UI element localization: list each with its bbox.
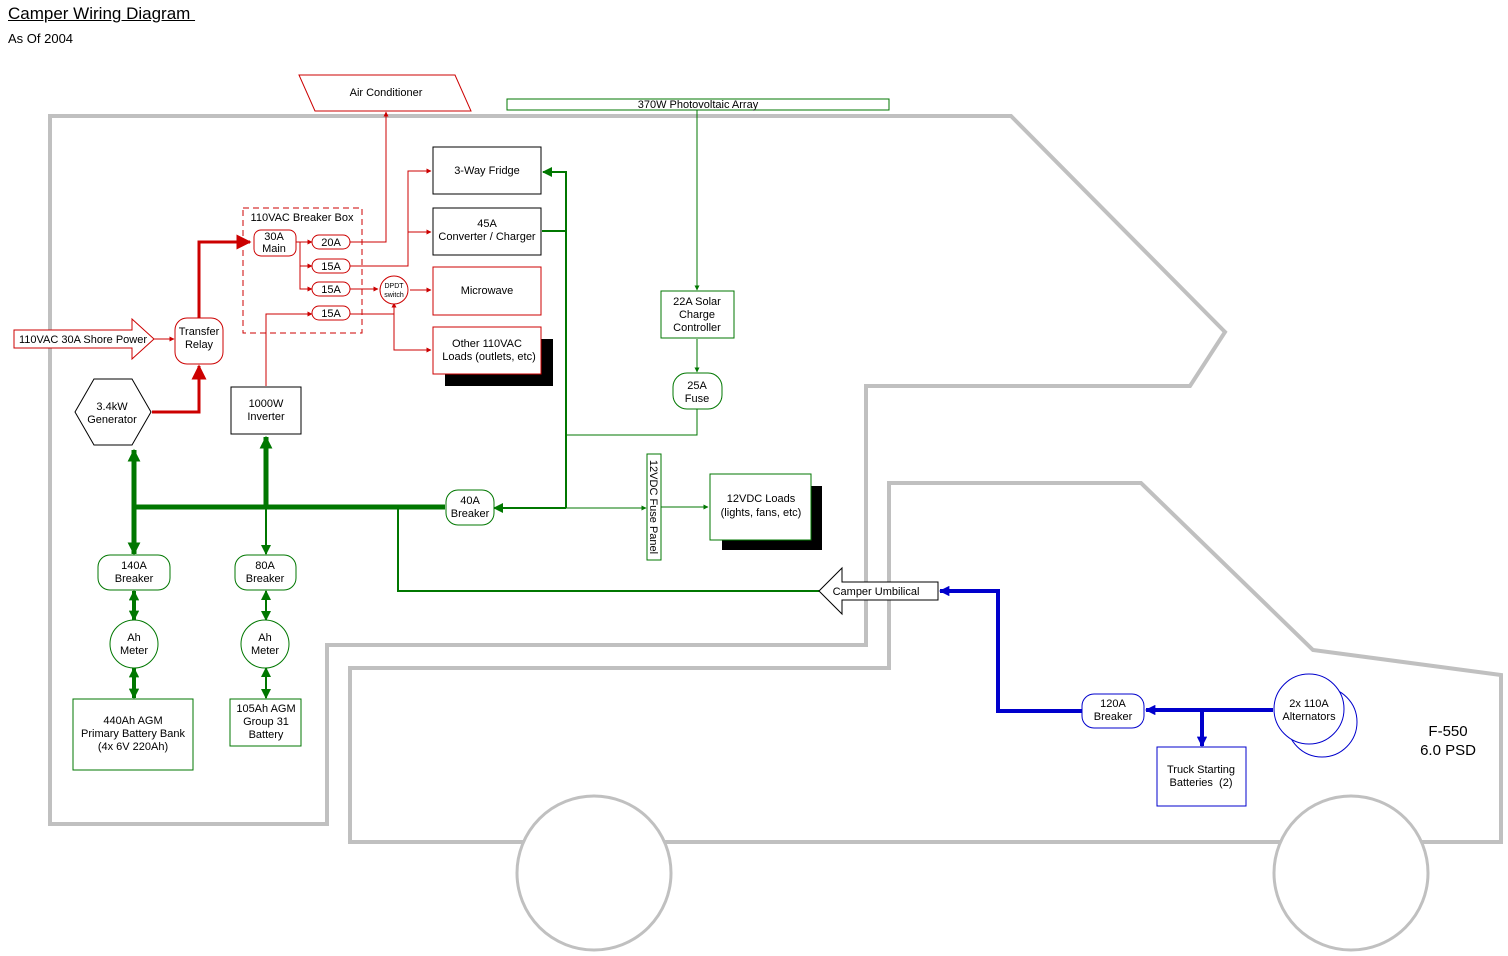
solar-controller-node: 22A Solar Charge Controller [660,290,735,339]
inverter-node: 1000W Inverter [230,386,302,435]
alternators-node: 2x 110A Alternators [1273,673,1358,758]
microwave-node: Microwave [432,266,542,316]
breaker-40a-line2: Breaker [451,508,490,520]
page-title: Camper Wiring Diagram [8,4,196,23]
fuse-panel-label: 12VDC Fuse Panel [647,460,659,554]
agm-battery-line1: 105Ah AGM [236,703,295,715]
breaker-20a-label: 20A [321,237,341,249]
breaker-15a-2-label: 15A [321,284,341,296]
transfer-relay-line2: Relay [185,339,214,351]
truck-model-line2: 6.0 PSD [1420,742,1476,759]
ah-meter-1-node: Ah Meter [109,619,159,669]
breaker-140a-line2: Breaker [115,573,154,585]
breaker-80a-node: 80A Breaker [234,554,297,591]
air-conditioner-label: Air Conditioner [350,87,423,99]
breaker-15a-2-node: 15A [311,281,351,297]
breaker-20a-node: 20A [311,234,351,250]
converter-line2: Converter / Charger [438,231,536,243]
other-ac-loads-line1: Other 110VAC [452,338,522,350]
dpdt-switch-line2: switch [384,292,404,299]
breaker-box-label: 110VAC Breaker Box [251,212,354,224]
ah-meter-2-node: Ah Meter [240,619,290,669]
solar-controller-line3: Controller [673,322,721,334]
fuse-25a-line1: 25A [687,380,707,392]
pv-array-node: 370W Photovoltaic Array [506,98,890,111]
transfer-relay-line1: Transfer [179,326,220,338]
ah-meter-1-line1: Ah [127,632,140,644]
dc-loads-line2: (lights, fans, etc) [721,507,802,519]
primary-bank-line1: 440Ah AGM [103,715,162,727]
truck-batteries-line2: Batteries (2) [1170,777,1233,789]
breaker-80a-line1: 80A [255,560,275,572]
generator-line1: 3.4kW [96,401,128,413]
fuse-panel-node: 12VDC Fuse Panel [646,453,662,561]
converter-node: 45A Converter / Charger [432,207,542,256]
breaker-120a-node: 120A Breaker [1081,693,1145,729]
fridge-node: 3-Way Fridge [432,146,542,195]
dpdt-switch-node: DPDT switch [379,275,409,305]
pv-array-label: 370W Photovoltaic Array [638,99,759,111]
breaker-40a-line1: 40A [460,495,480,507]
breaker-box-node: 110VAC Breaker Box [242,207,363,334]
main-breaker-node: 30A Main [253,229,297,257]
breaker-15a-1-label: 15A [321,261,341,273]
microwave-label: Microwave [461,285,514,297]
truck-wheel-front [515,794,673,952]
breaker-40a-node: 40A Breaker [445,489,495,526]
breaker-140a-line1: 140A [121,560,147,572]
breaker-15a-3-label: 15A [321,308,341,320]
breaker-15a-3-node: 15A [311,305,351,321]
fridge-label: 3-Way Fridge [454,165,520,177]
other-ac-loads-line2: Loads (outlets, etc) [442,351,536,363]
primary-bank-line3: (4x 6V 220Ah) [98,741,168,753]
dc-loads-line1: 12VDC Loads [727,493,796,505]
ah-meter-2-line1: Ah [258,632,271,644]
agm-battery-line2: Group 31 [243,716,289,728]
truck-outline [348,481,1503,844]
solar-controller-line1: 22A Solar [673,296,721,308]
other-ac-loads-node: Other 110VAC Loads (outlets, etc) [432,326,553,386]
ac-wiring [152,111,432,414]
primary-bank-node: 440Ah AGM Primary Battery Bank (4x 6V 22… [72,698,194,771]
ah-meter-1-line2: Meter [120,645,148,657]
shore-power-node: 110VAC 30A Shore Power [13,317,155,361]
inverter-line2: Inverter [247,411,285,423]
air-conditioner-node: Air Conditioner [298,74,472,112]
truck-wiring [938,585,1273,748]
camper-umbilical-label: Camper Umbilical [833,586,920,598]
alternators-line2: Alternators [1282,711,1336,723]
primary-bank-line2: Primary Battery Bank [81,728,185,740]
agm-battery-line3: Battery [249,729,284,741]
main-breaker-line1: 30A [264,231,284,243]
main-breaker-line2: Main [262,243,286,255]
solar-controller-line2: Charge [679,309,715,321]
dpdt-switch-line1: DPDT [384,283,404,290]
converter-line1: 45A [477,218,497,230]
generator-line2: Generator [87,414,137,426]
dc-loads-node: 12VDC Loads (lights, fans, etc) [709,473,822,550]
ah-meter-2-line2: Meter [251,645,279,657]
alternators-line1: 2x 110A [1289,698,1329,710]
page-subtitle: As Of 2004 [8,31,74,46]
breaker-120a-line2: Breaker [1094,711,1133,723]
camper-umbilical-node: Camper Umbilical [818,566,939,616]
truck-batteries-node: Truck Starting Batteries (2) [1156,746,1247,807]
breaker-140a-node: 140A Breaker [97,554,171,591]
shore-power-label: 110VAC 30A Shore Power [19,334,147,346]
dc-wiring [127,110,819,700]
agm-battery-node: 105Ah AGM Group 31 Battery [229,698,302,747]
truck-batteries-line1: Truck Starting [1167,764,1235,776]
breaker-80a-line2: Breaker [246,573,285,585]
inverter-line1: 1000W [249,398,284,410]
truck-model-line1: F-550 [1428,723,1467,740]
fuse-25a-node: 25A Fuse [672,372,723,410]
generator-node: 3.4kW Generator [74,378,152,446]
fuse-25a-line2: Fuse [685,393,709,405]
breaker-15a-1-node: 15A [311,258,351,274]
breaker-120a-line1: 120A [1100,698,1126,710]
truck-wheel-rear [1272,794,1430,952]
camper-outline [48,114,1228,826]
transfer-relay-node: Transfer Relay [174,317,224,365]
